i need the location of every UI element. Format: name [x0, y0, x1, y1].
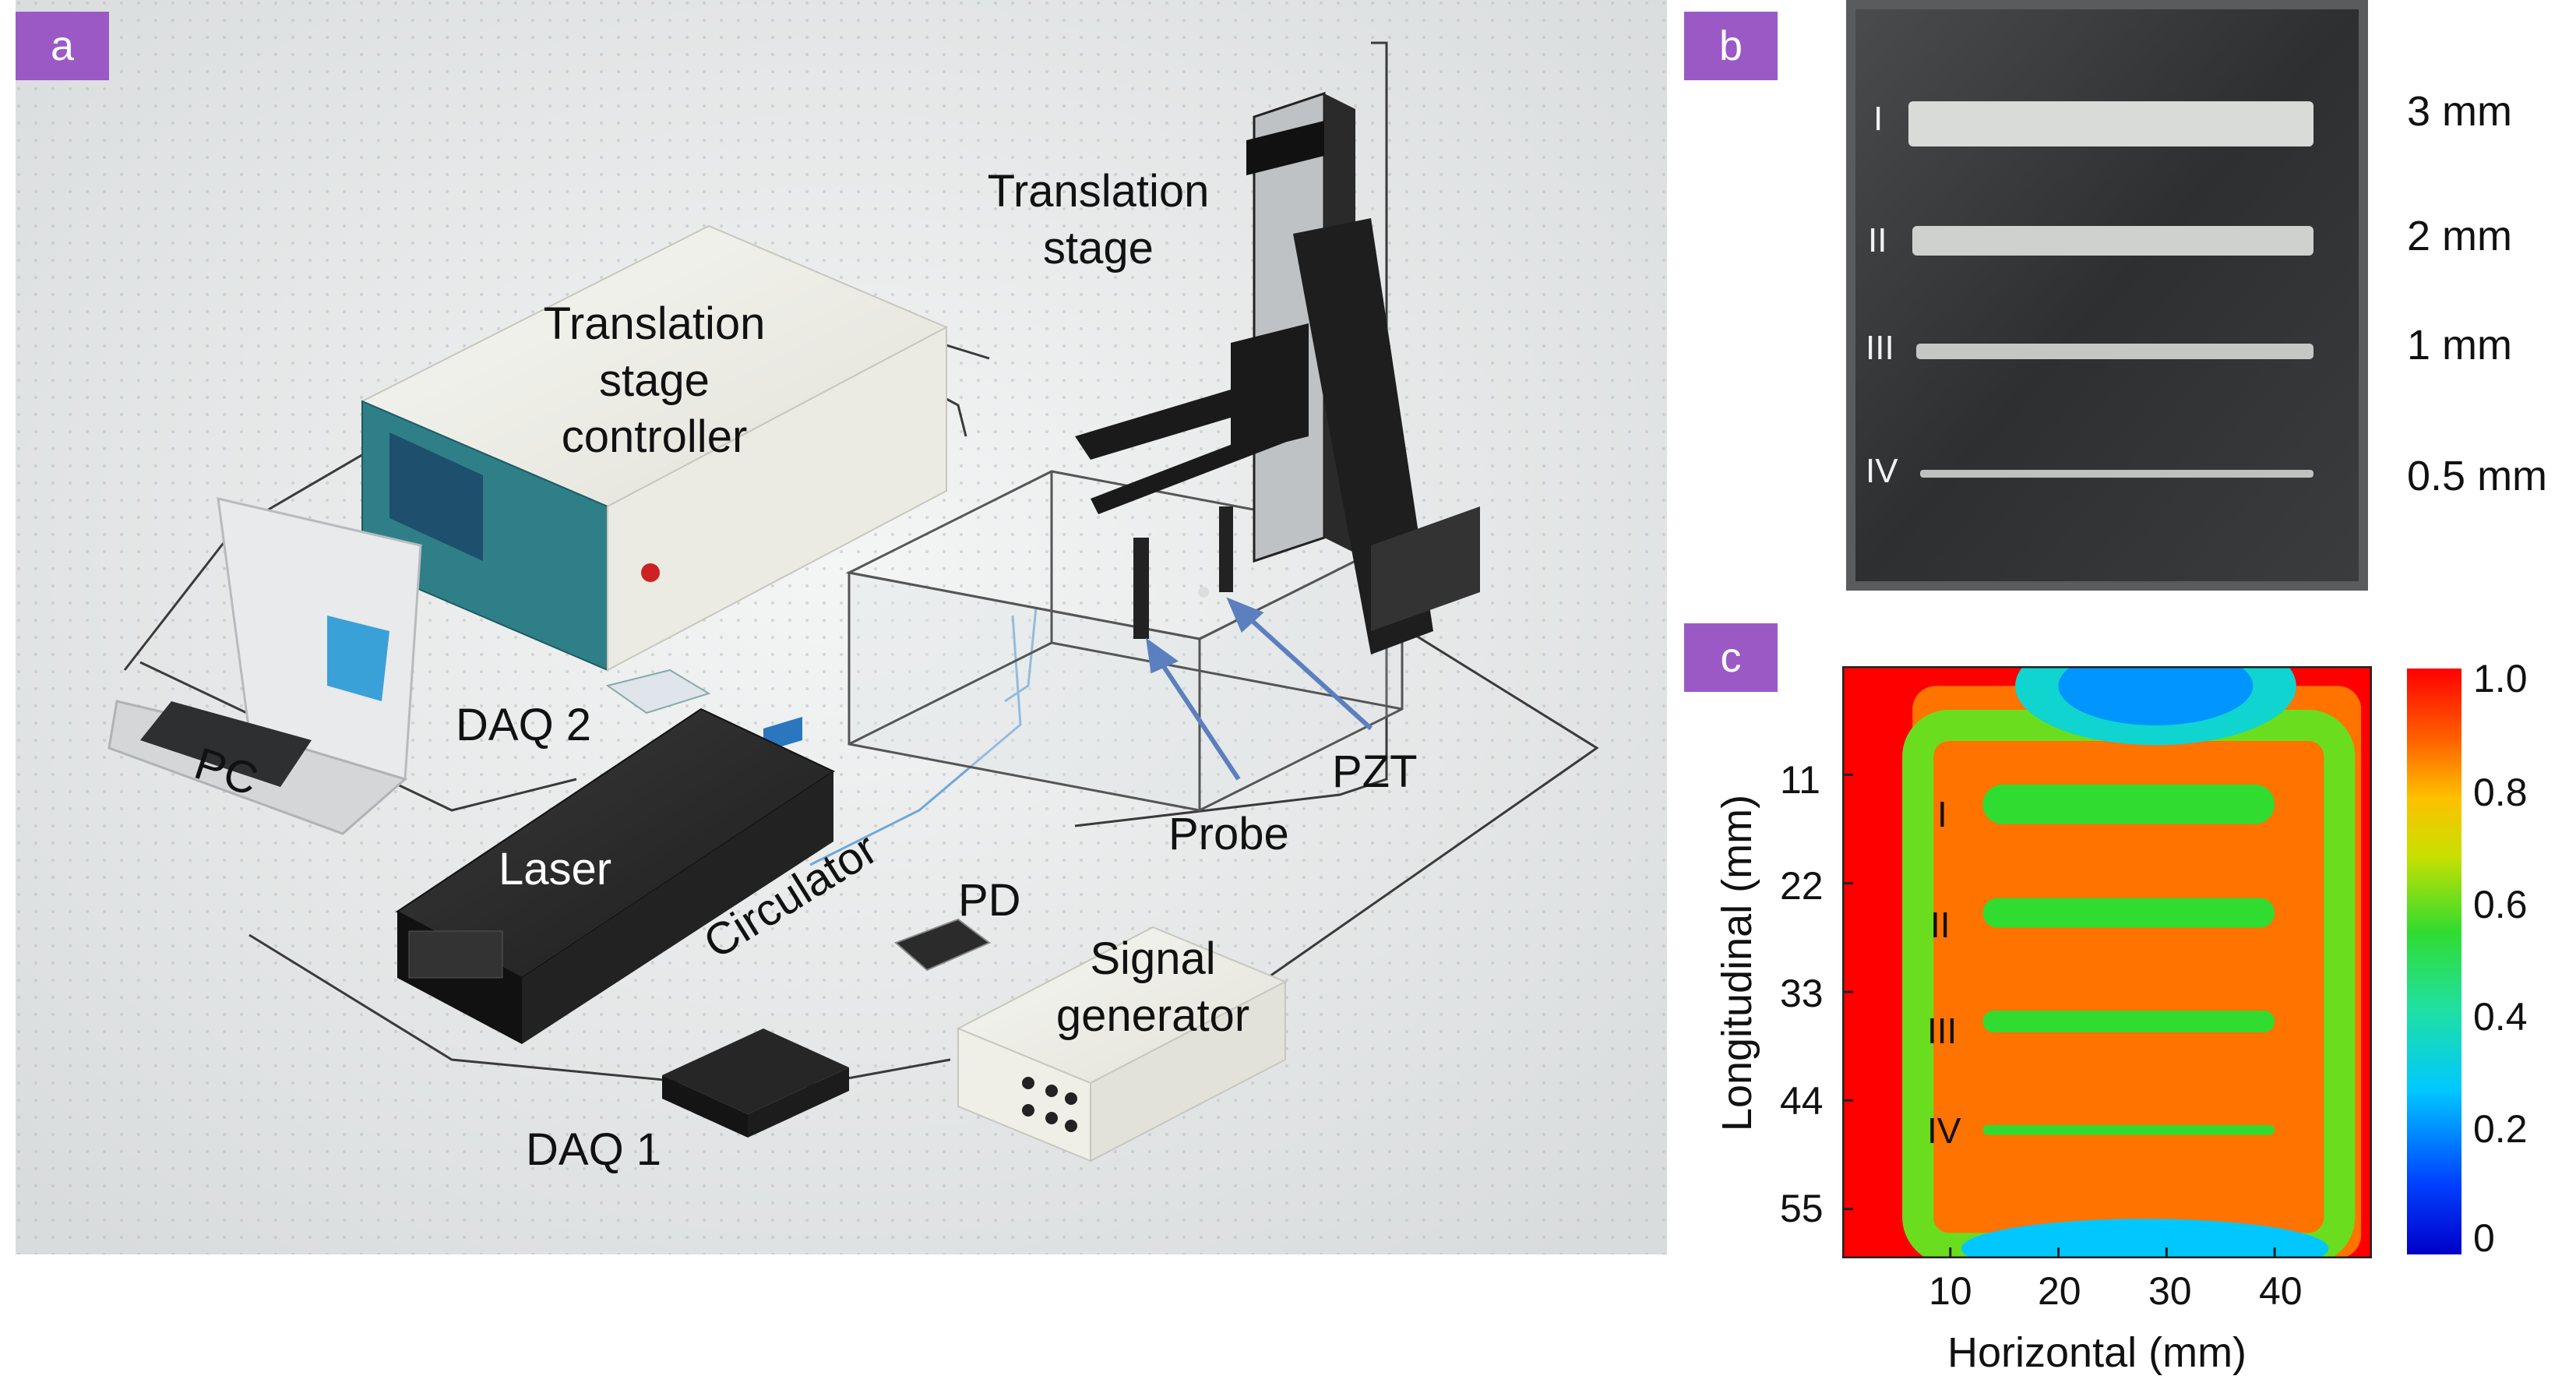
x-tick-label: 10 [1929, 1269, 1972, 1313]
label-line: stage [599, 355, 710, 406]
label-signal-generator: Signal generator [1036, 931, 1270, 1044]
label-line: Signal [1090, 933, 1216, 984]
colorbar-tick: 0.8 [2473, 771, 2528, 814]
x-tick-label: 20 [2038, 1269, 2081, 1313]
label-line: Translation [987, 166, 1210, 217]
water-tank [845, 470, 1406, 813]
label-translation-stage: Translation stage [943, 164, 1254, 277]
groove-i [1982, 785, 2275, 824]
panel-a [16, 0, 1667, 1254]
daq2-device [605, 669, 711, 714]
y-tick-label: 11 [1780, 758, 1820, 802]
panel-a-badge: a [16, 12, 109, 80]
groove-iii [1982, 1011, 2275, 1032]
x-tick-label: 40 [2259, 1269, 2303, 1313]
heatmap-label-i: I [1937, 794, 1947, 834]
laser-device [396, 707, 836, 1044]
colorbar [2407, 669, 2461, 1254]
heatmap-label-iv: IV [1927, 1110, 1961, 1151]
groove-iii [1916, 344, 2313, 359]
groove-i [1908, 101, 2313, 146]
signal-generator-device [956, 926, 1288, 1162]
heatmap-plot [1841, 626, 2373, 1279]
y-tick-label: 44 [1780, 1079, 1824, 1123]
colorbar-gradient [2407, 669, 2461, 1254]
pc-laptop [107, 497, 422, 835]
label-line: stage [1043, 222, 1154, 273]
groove-iv [1920, 470, 2313, 478]
colorbar-tick: 0.6 [2473, 883, 2528, 926]
colorbar-tick: 0.4 [2473, 995, 2528, 1039]
sample-photo [1846, 0, 2368, 591]
label-line: Translation [543, 298, 766, 349]
y-axis-title: Longitudinal (mm) [1714, 794, 1760, 1132]
x-axis-title: Horizontal (mm) [1947, 1329, 2247, 1376]
groove-label-iii: III [1866, 329, 1894, 367]
label-daq2: DAQ 2 [456, 700, 592, 750]
x-tick-label: 30 [2148, 1269, 2192, 1313]
plot-frame [1841, 665, 2373, 1259]
setup-illustration [16, 0, 1667, 1254]
label-laser: Laser [499, 844, 612, 894]
heatmap-label-iii: III [1927, 1011, 1958, 1051]
pd-device [894, 918, 991, 972]
groove-width-ii: 2 mm [2407, 213, 2512, 259]
groove-label-i: I [1873, 100, 1884, 138]
panel-c-badge: c [1684, 623, 1778, 692]
panel-b-badge: b [1684, 12, 1778, 80]
colorbar-tick: 0 [2473, 1216, 2495, 1260]
y-tick-label: 22 [1780, 864, 1824, 908]
translation-stage-device [1075, 91, 1480, 654]
heatmap-label-ii: II [1930, 905, 1951, 945]
groove-width-iv: 0.5 mm [2407, 453, 2548, 499]
colorbar-tick: 1.0 [2473, 657, 2528, 700]
y-tick-label: 55 [1780, 1187, 1824, 1230]
groove-width-i: 3 mm [2407, 88, 2512, 135]
groove-iv [1982, 1125, 2275, 1135]
groove-ii [1912, 226, 2313, 256]
label-stage-controller: Translation stage controller [499, 296, 810, 466]
label-daq1: DAQ 1 [526, 1124, 662, 1175]
daq1-device [662, 1028, 849, 1138]
y-tick-label: 33 [1780, 972, 1824, 1015]
sample-plate [1846, 0, 2368, 591]
stage-controller-device [360, 224, 949, 672]
label-pzt: PZT [1332, 746, 1418, 797]
colorbar-tick: 0.2 [2473, 1107, 2528, 1151]
label-pd: PD [958, 875, 1021, 926]
heatmap-chart [1841, 626, 2373, 1279]
groove-label-iv: IV [1866, 452, 1898, 490]
groove-width-iii: 1 mm [2407, 322, 2512, 369]
sample-region [1912, 686, 2362, 1258]
label-line: controller [561, 411, 748, 462]
groove-ii [1982, 898, 2275, 928]
label-line: generator [1055, 990, 1250, 1041]
groove-label-ii: II [1868, 221, 1887, 259]
label-probe: Probe [1168, 809, 1289, 859]
